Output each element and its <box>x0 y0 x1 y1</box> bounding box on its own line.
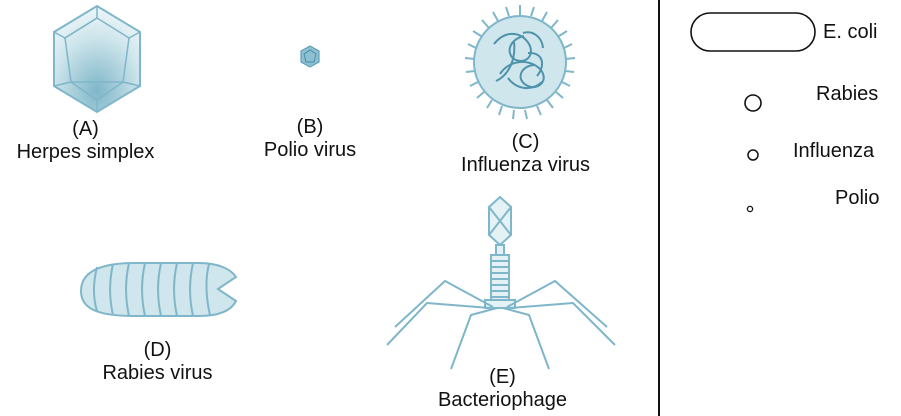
rabies-scale-circle-icon <box>742 92 764 114</box>
section-divider <box>658 0 660 416</box>
herpes-simplex-label: (A) Herpes simplex <box>8 118 163 163</box>
polio-scale-label: Polio <box>835 188 879 208</box>
polio-virus-letter: (B) <box>297 116 324 138</box>
influenza-scale-circle-icon <box>745 147 761 163</box>
herpes-simplex-letter: (A) <box>72 118 99 140</box>
herpes-simplex-icon <box>48 4 146 116</box>
rabies-scale-label: Rabies <box>816 84 878 104</box>
bacteriophage-label: (E) Bacteriophage <box>425 366 580 411</box>
bacteriophage-name: Bacteriophage <box>425 389 580 411</box>
herpes-simplex-name: Herpes simplex <box>8 141 163 163</box>
influenza-scale-label: Influenza <box>793 141 874 161</box>
influenza-virus-icon <box>460 2 580 122</box>
rabies-virus-icon <box>73 255 241 323</box>
polio-virus-label: (B) Polio virus <box>248 116 372 161</box>
rabies-virus-letter: (D) <box>144 339 172 361</box>
polio-scale-circle-icon <box>745 204 755 214</box>
influenza-virus-letter: (C) <box>512 131 540 153</box>
influenza-virus-name: Influenza virus <box>448 154 603 176</box>
polio-virus-name: Polio virus <box>248 139 372 161</box>
polio-virus-icon <box>299 45 321 69</box>
bacteriophage-icon <box>379 195 624 380</box>
influenza-virus-label: (C) Influenza virus <box>448 131 603 176</box>
e-coli-label: E. coli <box>823 22 877 42</box>
rabies-virus-name: Rabies virus <box>80 362 235 384</box>
e-coli-shape-icon <box>690 12 816 52</box>
rabies-virus-label: (D) Rabies virus <box>80 339 235 384</box>
bacteriophage-letter: (E) <box>489 366 516 388</box>
